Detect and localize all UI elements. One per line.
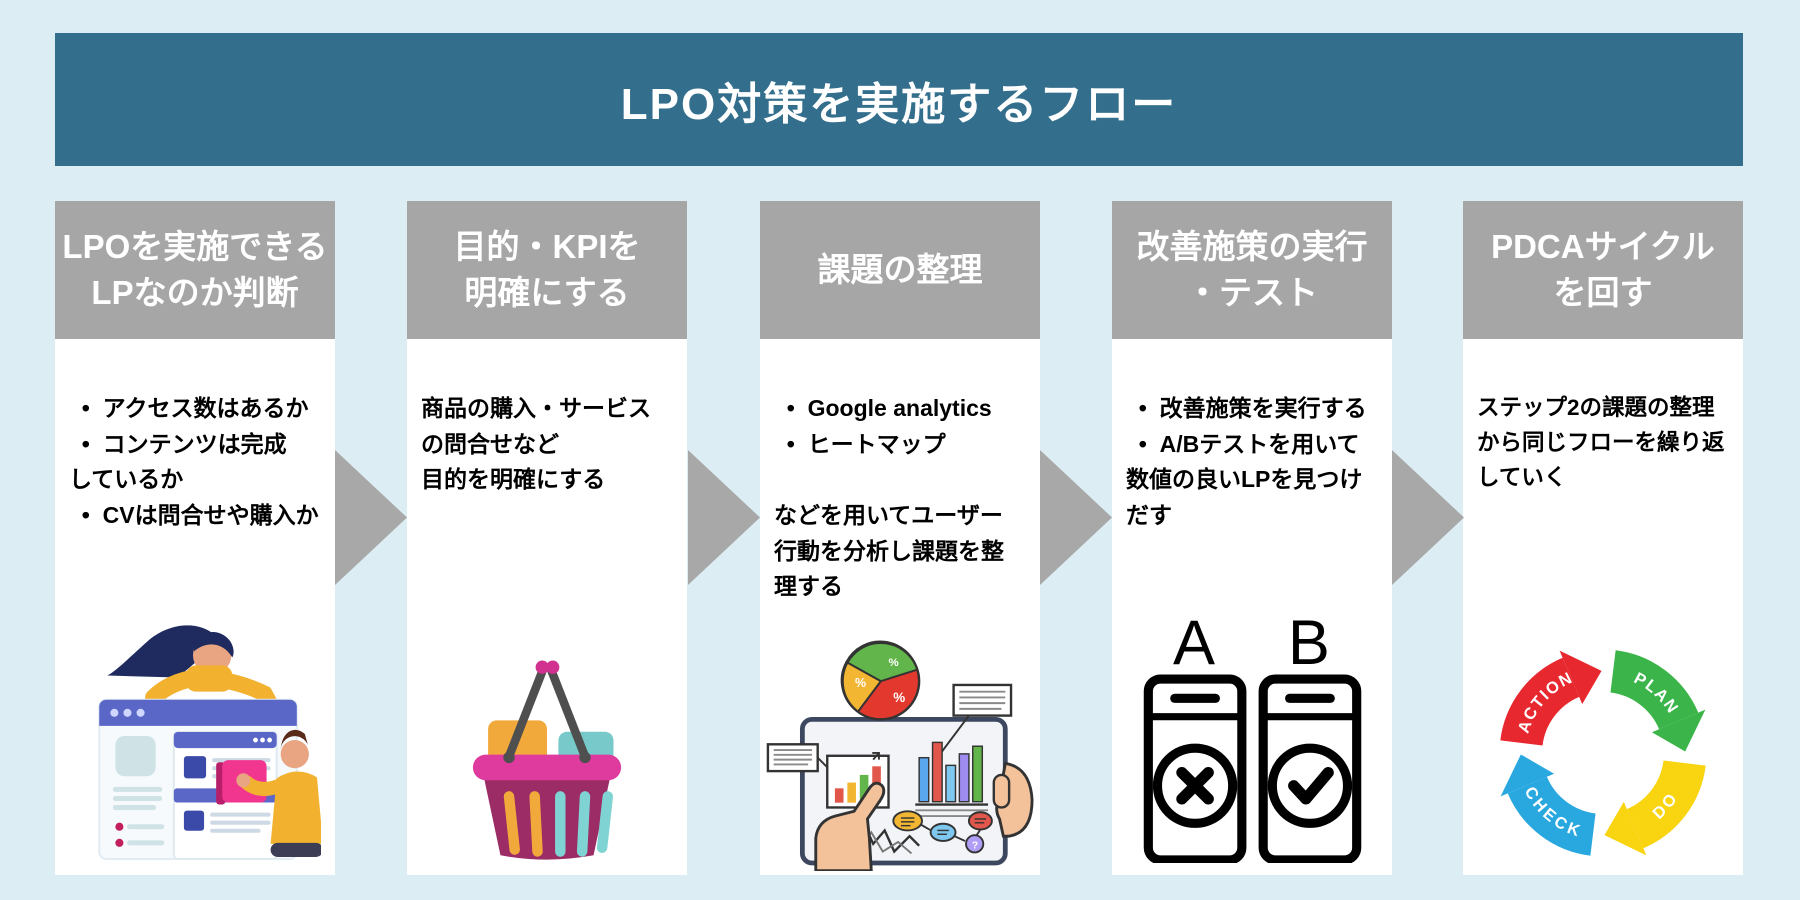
handle-knob <box>535 660 549 674</box>
handle-joint <box>579 751 591 764</box>
basket-rim <box>472 754 622 781</box>
flow-arrow-3 <box>1040 450 1112 585</box>
analytics-review-illustration: % % % <box>766 640 1034 871</box>
content-block-2 <box>183 810 205 831</box>
phone-a <box>1143 674 1247 863</box>
bar <box>859 774 869 803</box>
woman-hair <box>107 625 221 678</box>
note-lines <box>773 749 812 766</box>
pdca-plan-arrow <box>1609 650 1706 752</box>
man-hand <box>236 773 251 788</box>
flow-arrow-4 <box>1392 450 1464 585</box>
step-card-3: 課題の整理 • Google analytics • ヒートマップ などを用いて… <box>760 201 1040 875</box>
step-card-5: PDCAサイクル を回す ステップ2の課題の整理 から同じフローを繰り返 してい… <box>1463 201 1743 875</box>
ab-test-phones-illustration: A B <box>1143 615 1362 863</box>
title-banner: LPO対策を実施するフロー <box>55 33 1743 166</box>
flow-nodes: ? <box>892 810 993 854</box>
content-lines-2 <box>210 812 271 833</box>
note-box-left <box>766 743 819 773</box>
step-1-header: LPOを実施できる LPなのか判断 <box>55 201 335 339</box>
bar <box>847 782 856 803</box>
phone-b <box>1258 674 1362 863</box>
woman-torso <box>185 665 233 692</box>
step-4-header: 改善施策の実行 ・テスト <box>1112 201 1392 339</box>
page-title: LPO対策を実施するフロー <box>620 79 1178 129</box>
trend-check <box>872 751 880 761</box>
sidebar-thumbnail <box>115 735 156 777</box>
pie-label: % <box>855 676 866 690</box>
sidebar-bullets <box>115 822 165 847</box>
flow-arrow-2 <box>688 450 760 585</box>
browser-dot <box>136 708 145 717</box>
step-card-2: 目的・KPIを 明確にする 商品の購入・サービス の問合せなど 目的を明確にする <box>407 201 687 875</box>
step-3-body: • Google analytics • ヒートマップ などを用いてユーザー 行… <box>774 395 1004 600</box>
pointing-hand <box>814 781 886 871</box>
step-card-4: 改善施策の実行 ・テスト • 改善施策を実行する • A/Bテストを用いて 数値… <box>1112 201 1392 875</box>
big-bar-chart <box>915 741 989 818</box>
flow-arrow-1 <box>335 450 407 585</box>
pie-label: % <box>893 690 905 705</box>
content-block <box>183 756 207 779</box>
basket-body <box>484 779 610 860</box>
step-2-body: 商品の購入・サービス の問合せなど 目的を明確にする <box>421 395 651 493</box>
note-box-top <box>952 683 1013 717</box>
pdca-check-arrow <box>1500 754 1597 856</box>
variant-a-label: A <box>1173 615 1215 678</box>
browser-dot <box>123 708 132 717</box>
man-arm <box>239 775 290 796</box>
handle-joint <box>503 751 515 764</box>
step-5-body: ステップ2の課題の整理 から同じフローを繰り返 していく <box>1477 395 1725 490</box>
handle-knob <box>546 660 560 674</box>
step-1-body: • アクセス数はあるか • コンテンツは完成 しているか • CVは問合せや購入… <box>69 395 319 528</box>
pdca-cycle-illustration: ACTION PLAN DO CHECK <box>1500 650 1706 856</box>
woman-hair-top <box>193 632 234 658</box>
bar <box>834 788 844 803</box>
variant-b-label: B <box>1288 615 1330 678</box>
step-4-body: • 改善施策を実行する • A/Bテストを用いて 数値の良いLPを見つけ だす <box>1126 395 1367 528</box>
x-icon <box>1176 766 1214 805</box>
sidebar-lines <box>112 786 163 811</box>
inner-panel-dots <box>253 737 273 743</box>
step-card-1: LPOを実施できる LPなのか判断 • アクセス数はあるか • コンテンツは完成… <box>55 201 335 875</box>
pdca-action-arrow <box>1500 650 1602 747</box>
browser-dot <box>110 708 119 717</box>
shopping-basket-illustration <box>472 660 622 860</box>
pie-chart: % % % <box>840 640 921 721</box>
step-5-header: PDCAサイクル を回す <box>1463 201 1743 339</box>
browser-top-bar <box>99 699 297 726</box>
note-lines-top <box>959 690 1006 710</box>
inner-panel-bar <box>173 731 277 749</box>
basket-handles <box>504 664 590 761</box>
pdca-do-arrow <box>1604 759 1706 856</box>
note-connector-top <box>939 715 970 755</box>
check-icon <box>1288 766 1334 805</box>
step-2-header: 目的・KPIを 明確にする <box>407 201 687 339</box>
thumb <box>992 773 1011 809</box>
svg-text:?: ? <box>972 840 978 852</box>
basket-stripes <box>503 791 614 857</box>
pie-label: % <box>889 657 899 669</box>
step-3-header: 課題の整理 <box>760 201 1040 339</box>
man-legs <box>270 842 321 857</box>
man-face <box>280 740 309 769</box>
man-hair <box>280 729 308 751</box>
landing-page-team-illustration <box>98 625 321 860</box>
